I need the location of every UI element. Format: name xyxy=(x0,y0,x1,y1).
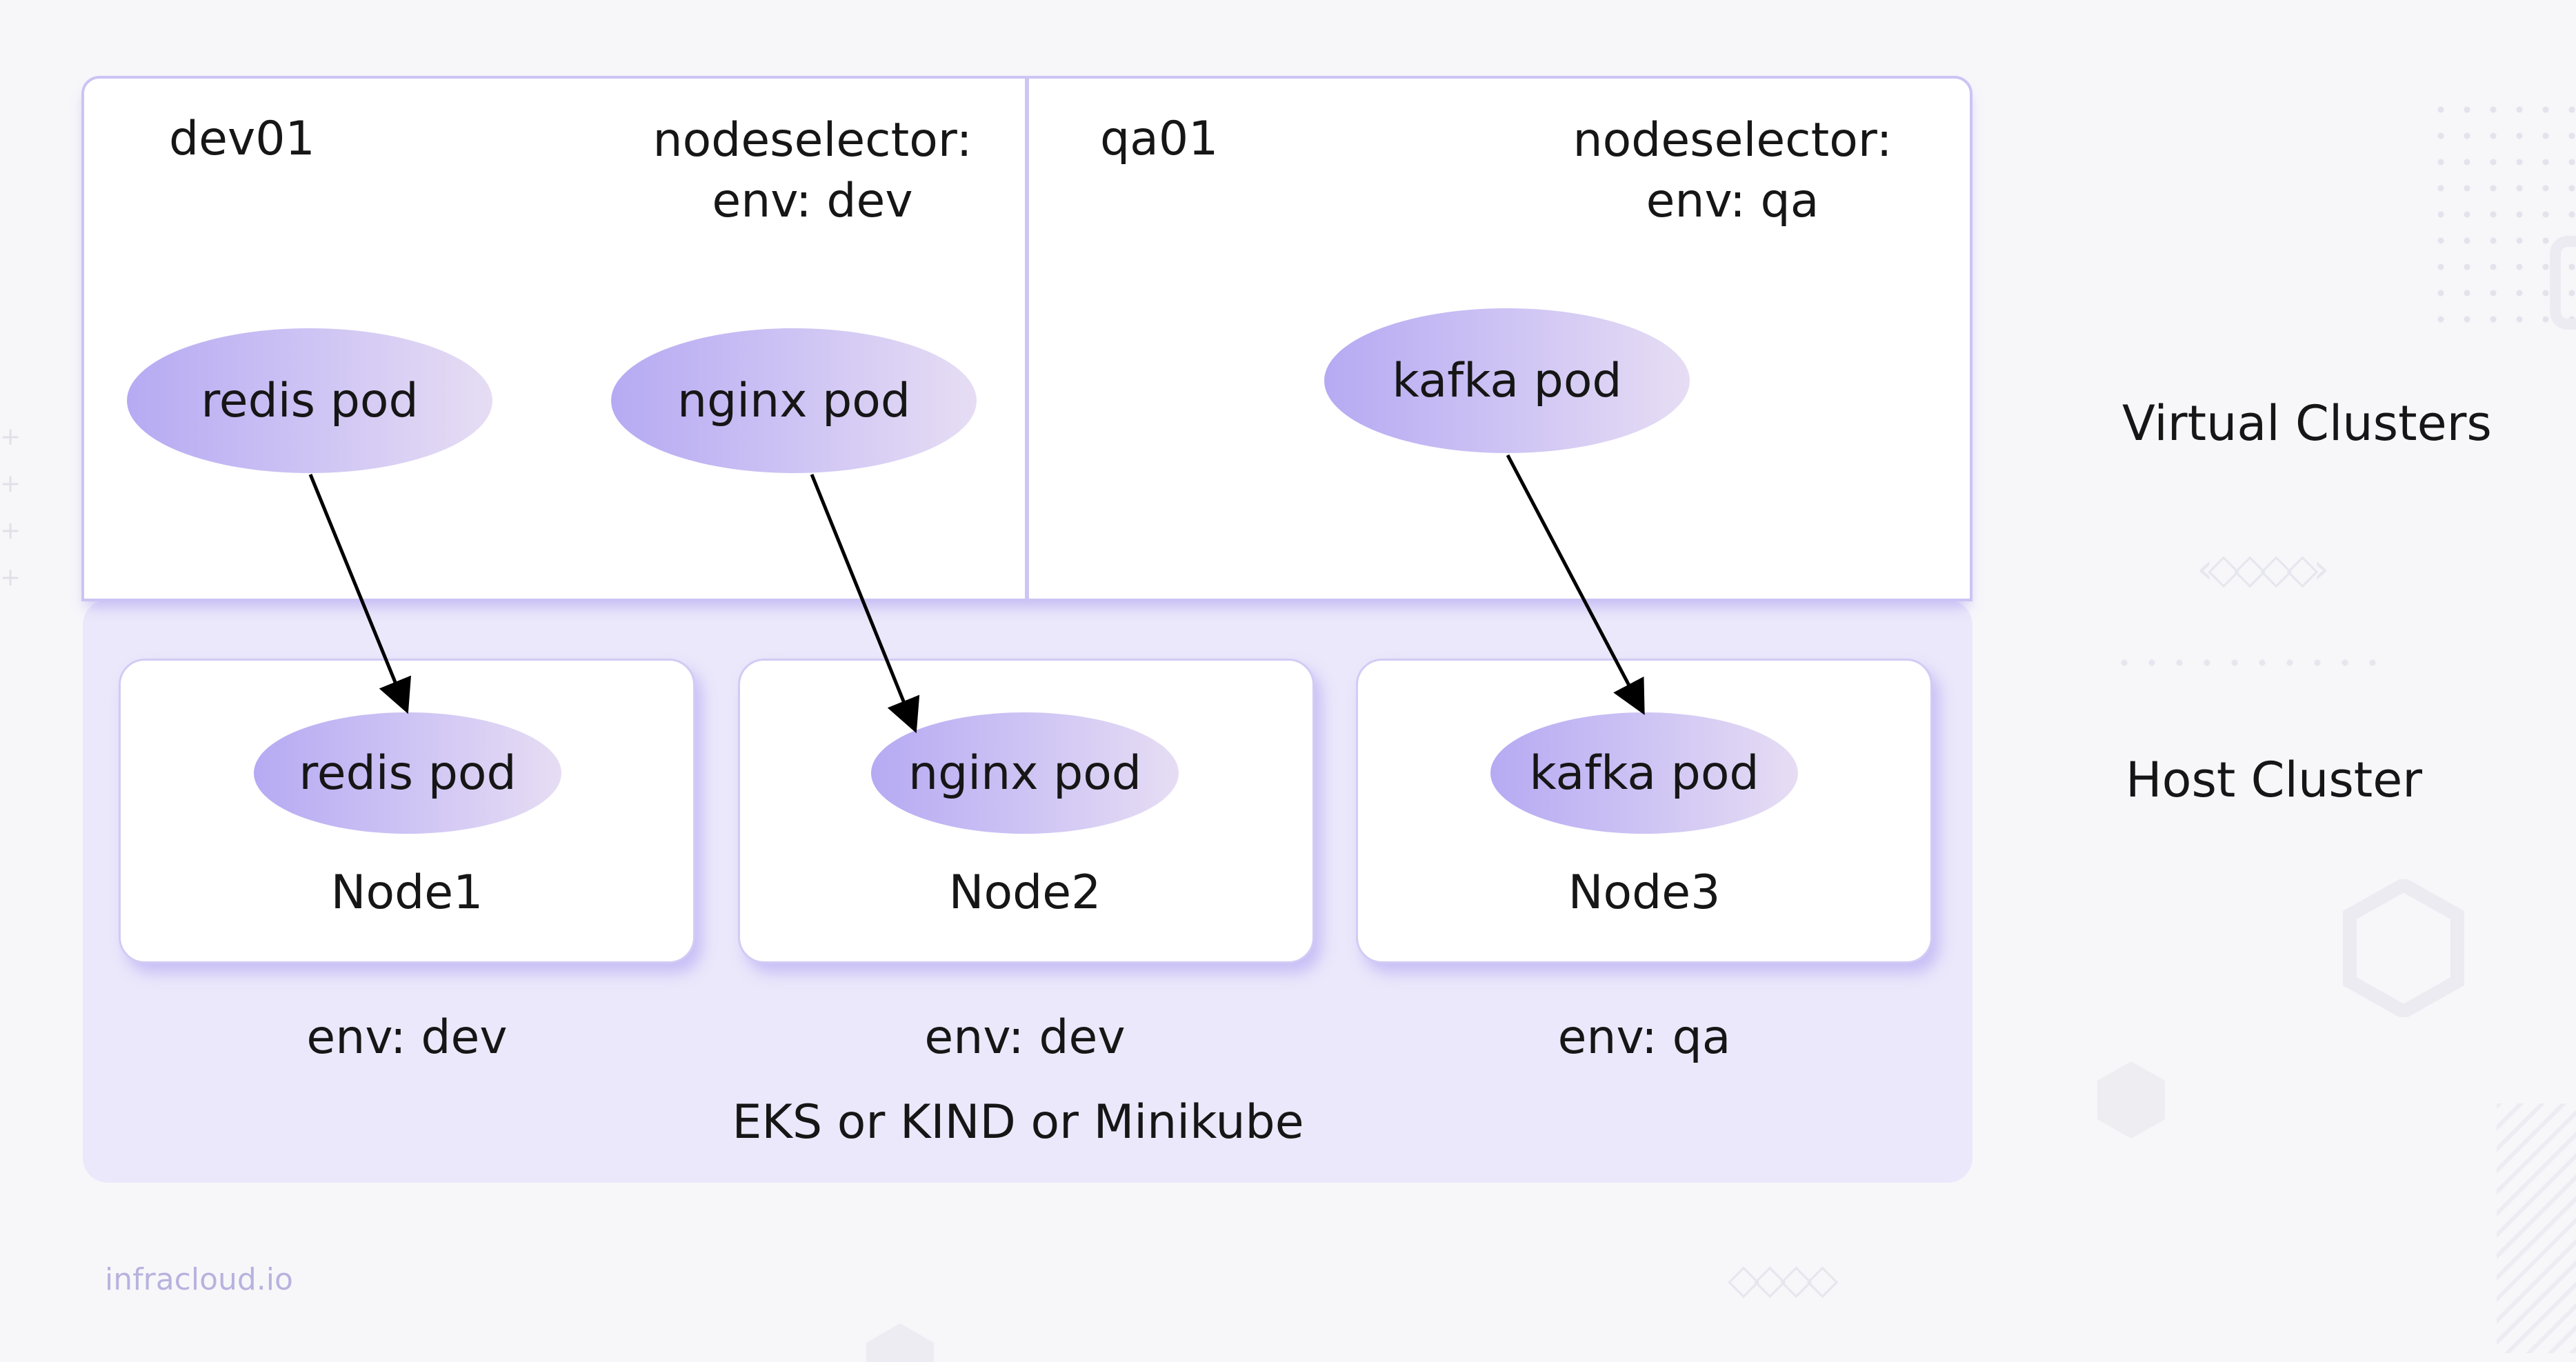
decorative-dot-row xyxy=(2110,655,2386,670)
node1-name: Node1 xyxy=(330,865,483,920)
node3-env-label: env: qa xyxy=(1557,1010,1731,1065)
vcluster-qa-name: qa01 xyxy=(1100,112,1219,166)
vcluster-qa-nodeselector: nodeselector: env: qa xyxy=(1572,110,1892,232)
node2-nginx-pod: nginx pod xyxy=(871,712,1179,834)
pod-label: kafka pod xyxy=(1392,353,1622,408)
nodeselector-value: env: dev xyxy=(712,174,913,228)
virtual-clusters-label: Virtual Clusters xyxy=(2122,395,2492,452)
pod-label: kafka pod xyxy=(1529,745,1759,801)
nodeselector-value: env: qa xyxy=(1646,174,1819,228)
decorative-stripes xyxy=(2497,1103,2576,1353)
decorative-chevron-ribbon: ‹◇◇◇◇› xyxy=(2197,545,2330,593)
node1-redis-pod: redis pod xyxy=(254,712,561,834)
decorative-hexagon-filled xyxy=(2097,1061,2165,1139)
decorative-diamond-ribbon-bottom: ◇◇◇◇ xyxy=(1728,1255,1839,1303)
vcluster-dev-name: dev01 xyxy=(169,112,315,166)
vcluster-dev-nodeselector: nodeselector: env: dev xyxy=(652,110,972,232)
decorative-hexagon-bottom xyxy=(866,1323,934,1362)
vcluster-dev-redis-pod: redis pod xyxy=(127,328,492,473)
nodeselector-label: nodeselector: xyxy=(1572,113,1893,168)
pod-label: nginx pod xyxy=(908,745,1142,801)
node1-env-label: env: dev xyxy=(306,1010,508,1065)
decorative-plus-marks: ++++ xyxy=(0,423,21,592)
host-cluster-label: Host Cluster xyxy=(2126,752,2423,808)
host-platform-label: EKS or KIND or Minikube xyxy=(732,1095,1304,1150)
virtual-cluster-divider xyxy=(1025,77,1029,601)
vcluster-dev-nginx-pod: nginx pod xyxy=(611,328,977,473)
node3-kafka-pod: kafka pod xyxy=(1490,712,1798,834)
node3-name: Node3 xyxy=(1568,865,1721,920)
pod-label: redis pod xyxy=(299,745,517,801)
node2-env-label: env: dev xyxy=(924,1010,1126,1065)
pod-label: redis pod xyxy=(201,373,419,428)
pod-label: nginx pod xyxy=(677,373,911,428)
nodeselector-label: nodeselector: xyxy=(652,113,972,168)
decorative-edge-shape xyxy=(2550,236,2576,330)
vcluster-qa-kafka-pod: kafka pod xyxy=(1324,308,1690,453)
brand-watermark: infracloud.io xyxy=(105,1262,293,1297)
decorative-hexagon-outline xyxy=(2343,879,2464,1017)
node2-name: Node2 xyxy=(948,865,1101,920)
